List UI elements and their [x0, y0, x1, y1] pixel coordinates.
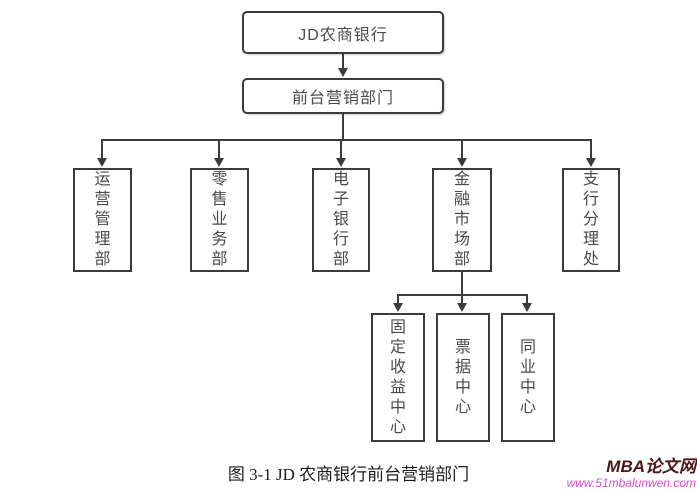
- arrowhead-fixed-income: [393, 303, 403, 312]
- node-bank-root: JD农商银行: [242, 11, 444, 54]
- connector-drop-fixed-income: [397, 296, 399, 303]
- arrowhead-front-office: [338, 68, 348, 77]
- watermark-site-name: MBA论文网: [606, 457, 696, 477]
- connector-drop-bills: [461, 296, 463, 303]
- figure-caption: 图 3-1 JD 农商银行前台营销部门: [227, 465, 470, 484]
- arrowhead-financial-markets: [457, 158, 467, 167]
- connector-drop-interbank: [526, 296, 528, 303]
- center-interbank-label: 同业中心: [519, 338, 536, 416]
- arrowhead-e-banking: [336, 158, 346, 167]
- dept-retail-business-label: 零售业务部: [211, 171, 228, 268]
- dept-branch-offices-label: 支行分理处: [582, 171, 599, 268]
- dept-operations-management: 运营管理部: [73, 168, 132, 272]
- arrowhead-bills: [457, 303, 467, 312]
- center-bills: 票据中心: [436, 313, 490, 442]
- connector-front-office-to-bus: [342, 114, 344, 140]
- center-bills-label: 票据中心: [454, 338, 471, 416]
- center-fixed-income-label: 固定收益中心: [389, 318, 406, 436]
- dept-financial-markets: 金融市场部: [432, 168, 492, 272]
- connector-drop-financial-markets: [461, 141, 463, 158]
- arrowhead-retail: [214, 158, 224, 167]
- dept-branch-offices: 支行分理处: [562, 168, 620, 272]
- connector-sub-center-bus: [397, 294, 528, 296]
- center-interbank: 同业中心: [501, 313, 555, 442]
- connector-drop-branch-offices: [590, 141, 592, 158]
- connector-drop-retail: [218, 141, 220, 158]
- center-fixed-income: 固定收益中心: [371, 313, 425, 442]
- node-front-office-label: 前台营销部门: [291, 90, 394, 107]
- node-bank-root-label: JD农商银行: [298, 26, 388, 44]
- node-front-office: 前台营销部门: [242, 78, 444, 114]
- connector-financial-markets-to-bus: [461, 272, 463, 295]
- arrowhead-interbank: [522, 303, 532, 312]
- watermark-site-url: www.51mbalunwen.com: [566, 475, 696, 490]
- watermark: MBA论文网 www.51mbalunwen.com: [566, 457, 696, 490]
- dept-financial-markets-label: 金融市场部: [453, 171, 470, 268]
- dept-operations-management-label: 运营管理部: [94, 171, 111, 268]
- connector-drop-operations: [101, 141, 103, 158]
- arrowhead-branch-offices: [586, 158, 596, 167]
- connector-drop-e-banking: [340, 141, 342, 158]
- dept-retail-business: 零售业务部: [190, 168, 249, 272]
- connector-root-to-front-office: [342, 54, 344, 69]
- dept-e-banking: 电子银行部: [312, 168, 370, 272]
- dept-e-banking-label: 电子银行部: [332, 171, 349, 268]
- arrowhead-operations: [97, 158, 107, 167]
- connector-department-bus: [101, 139, 592, 141]
